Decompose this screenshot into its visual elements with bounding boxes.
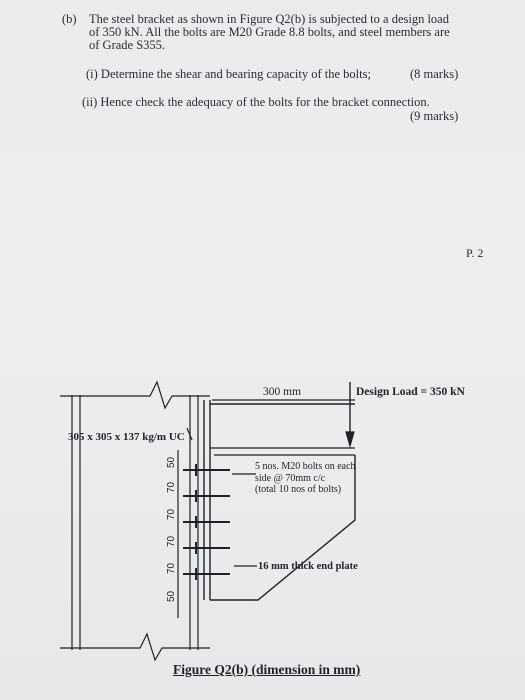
part-ii-text: (ii) Hence check the adequacy of the bol… [82,95,430,109]
arrow-head [345,431,355,449]
bracket-sloped-edge [210,455,356,601]
vertical-dim-4: 70 [166,535,177,547]
question-line-1: The steel bracket as shown in Figure Q2(… [89,12,449,26]
design-load-label: Design Load = 350 kN [356,386,465,398]
bolts-note: 5 nos. M20 bolts on each side @ 70mm c/c… [255,461,356,495]
vertical-dim-5: 70 [166,562,177,574]
column-section-label: 305 x 305 x 137 kg/m UC [68,431,185,443]
column-label-pointer [186,427,193,441]
vertical-dim-6: 50 [166,590,177,602]
question-line-2: of 350 kN. All the bolts are M20 Grade 8… [89,25,450,39]
break-line-bottom [60,632,210,662]
bolt-row [183,464,230,580]
question-line-3: of Grade S355. [89,38,166,52]
question-label: (b) [62,12,77,26]
vertical-dim-1: 50 [166,456,177,468]
part-ii-marks: (9 marks) [410,109,459,123]
page-number: P. 2 [466,246,484,260]
part-i-marks: (8 marks) [410,67,459,81]
figure-caption: Figure Q2(b) (dimension in mm) [173,662,361,677]
vertical-dim-3: 70 [166,508,177,520]
break-line-top [60,380,210,410]
part-i-text: (i) Determine the shear and bearing capa… [86,67,371,81]
end-plate-note: 16 mm thick end plate [258,561,358,572]
dimension-300: 300 mm [263,386,302,398]
vertical-dim-2: 70 [166,481,177,493]
